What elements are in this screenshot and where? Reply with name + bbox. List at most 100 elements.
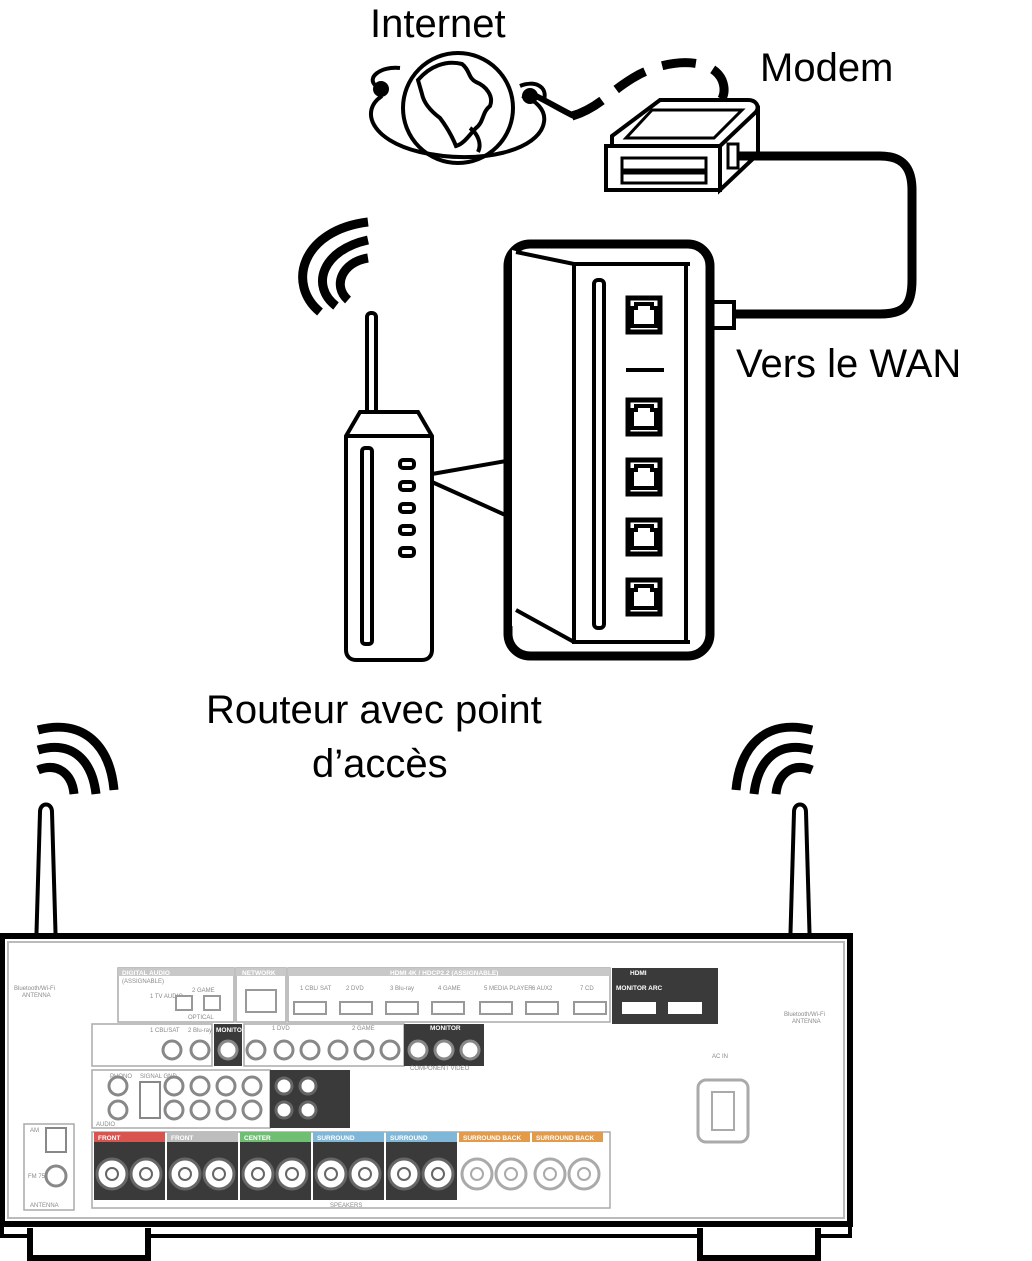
speaker-terminal-core xyxy=(470,1167,484,1181)
speaker-terminal xyxy=(421,1157,455,1191)
optical-port-1 xyxy=(175,995,193,1011)
hdmi-out-port-1 xyxy=(622,1002,656,1014)
speaker-terminal xyxy=(348,1157,382,1191)
speaker-terminal xyxy=(567,1157,601,1191)
zoom-callout xyxy=(431,458,513,520)
component-input-2: 2 GAME xyxy=(352,1026,375,1032)
optical-port-2 xyxy=(203,995,221,1011)
speaker-terminal-core xyxy=(285,1167,299,1181)
hdmi-input-4: 4 GAME xyxy=(438,986,461,992)
bt-left-label: Bluetooth/Wi-Fi xyxy=(14,986,55,992)
router-icon xyxy=(344,311,434,662)
video-input-1: 1 CBL/SAT xyxy=(150,1028,180,1034)
rca-jacks-audio xyxy=(107,1075,263,1121)
speakers-label: SPEAKERS xyxy=(330,1203,362,1209)
wan-label: Vers le WAN xyxy=(736,342,962,386)
component-video-label: COMPONENT VIDEO xyxy=(410,1066,470,1072)
hdmi-header: HDMI 4K / HDCP2.2 (ASSIGNABLE) xyxy=(390,970,498,977)
lan-ports-icon xyxy=(625,397,663,617)
hdmi-input-2: 2 DVD xyxy=(346,986,364,992)
internet-globe-icon xyxy=(369,51,576,165)
speaker-terminal xyxy=(460,1157,494,1191)
speaker-group-label: CENTER xyxy=(244,1135,271,1142)
speaker-group-header xyxy=(240,1132,311,1142)
am-label: AM xyxy=(30,1128,39,1134)
fm-label: FM 75Ω xyxy=(28,1174,50,1180)
speaker-terminal xyxy=(494,1157,528,1191)
hdmi-input-1: 1 CBL/ SAT xyxy=(300,986,332,992)
speaker-terminal-core xyxy=(358,1167,372,1181)
bt-left-label-2: ANTENNA xyxy=(22,993,51,999)
antenna-label: ANTENNA xyxy=(30,1203,59,1209)
speaker-group-header xyxy=(313,1132,384,1142)
digital-audio-assignable: (ASSIGNABLE) xyxy=(122,979,164,985)
speaker-group-header xyxy=(167,1132,238,1142)
signal-gnd-label: SIGNAL GND xyxy=(140,1074,177,1080)
bt-right-label-2: ANTENNA xyxy=(792,1019,821,1025)
speaker-group-label: FRONT xyxy=(171,1135,193,1142)
hdmi-out-port-2 xyxy=(668,1002,702,1014)
video-input-2: 2 Blu-ray xyxy=(188,1028,212,1034)
speaker-terminal-core xyxy=(139,1167,153,1181)
speaker-terminals: FRONT FRONT CENTER SURROUND SURROUND SURROUND… xyxy=(94,1132,603,1200)
speaker-terminal xyxy=(168,1157,202,1191)
speaker-group-label: FRONT xyxy=(98,1135,120,1142)
speaker-terminal xyxy=(387,1157,421,1191)
ac-in-label: AC IN xyxy=(712,1054,728,1060)
speaker-terminal-core xyxy=(543,1167,557,1181)
router-back-panel xyxy=(503,239,715,661)
speaker-terminal xyxy=(241,1157,275,1191)
router-wifi-waves-icon xyxy=(298,217,370,316)
am-terminal xyxy=(45,1127,67,1153)
left-wifi-waves-icon xyxy=(36,722,119,795)
hdmi-input-6: 6 AUX2 xyxy=(532,986,553,992)
av-receiver: Bluetooth/Wi-Fi ANTENNA Bluetooth/Wi-Fi … xyxy=(0,933,853,1261)
bt-right-label: Bluetooth/Wi-Fi xyxy=(784,1012,825,1018)
speaker-terminal xyxy=(314,1157,348,1191)
speaker-group-header xyxy=(532,1132,603,1142)
speaker-terminal-core xyxy=(105,1167,119,1181)
modem-wan-cable xyxy=(736,151,917,319)
ac-inlet-icon xyxy=(696,1078,750,1144)
speaker-terminal-core xyxy=(324,1167,338,1181)
audio-label: AUDIO xyxy=(96,1122,115,1128)
hdmi-input-7: 7 CD xyxy=(580,986,594,992)
speaker-group-label: SURROUND xyxy=(390,1135,428,1142)
rca-jacks-preout xyxy=(274,1076,318,1120)
speaker-terminal-core xyxy=(251,1167,265,1181)
speaker-group-header xyxy=(459,1132,530,1142)
internet-modem-connection xyxy=(570,58,729,121)
speaker-terminal-core xyxy=(577,1167,591,1181)
optical-label: OPTICAL xyxy=(188,1015,214,1021)
speaker-terminal-core xyxy=(178,1167,192,1181)
rca-jacks-video xyxy=(161,1039,239,1061)
network-label: NETWORK xyxy=(242,970,276,977)
router-label-line2: d’accès xyxy=(312,742,448,786)
monitor-arc-label: MONITOR ARC xyxy=(616,985,663,992)
speaker-group-header xyxy=(386,1132,457,1142)
speaker-group-label: SURROUND BACK xyxy=(463,1135,521,1142)
hdmi-input-5: 5 MEDIA PLAYER xyxy=(484,986,533,992)
speaker-group-header xyxy=(94,1132,165,1142)
optical-input-2: 2 GAME xyxy=(192,988,215,994)
network-port-icon xyxy=(245,989,277,1013)
right-wifi-waves-icon xyxy=(731,722,814,795)
digital-audio-label: DIGITAL AUDIO xyxy=(122,970,170,977)
speaker-terminal-core xyxy=(504,1167,518,1181)
component-monitor-label: MONITOR xyxy=(430,1025,461,1032)
wan-port-icon xyxy=(625,295,663,335)
component-input-1: 1 DVD xyxy=(272,1026,290,1032)
internet-label: Internet xyxy=(370,2,506,46)
speaker-terminal xyxy=(533,1157,567,1191)
gnd-terminal xyxy=(139,1081,161,1119)
modem-label: Modem xyxy=(760,46,894,90)
speaker-terminal-core xyxy=(431,1167,445,1181)
fm-jack xyxy=(44,1164,68,1188)
hdmi-input-ports xyxy=(293,1001,607,1015)
speaker-group-label: SURROUND xyxy=(317,1135,355,1142)
speaker-terminal-core xyxy=(212,1167,226,1181)
modem-icon xyxy=(604,98,760,195)
speaker-terminal xyxy=(202,1157,236,1191)
hdmi-out-label: HDMI xyxy=(630,970,647,977)
